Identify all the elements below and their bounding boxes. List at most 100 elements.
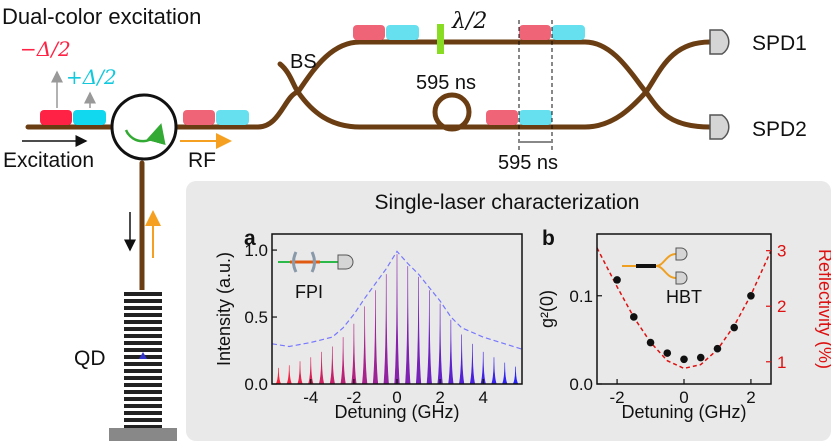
title-label: Dual-color excitation	[2, 4, 201, 29]
comb-peak	[383, 274, 389, 385]
x-tick-label: -2	[346, 388, 361, 407]
pulse-pair-upper-left	[353, 25, 419, 40]
x-tick-label: 4	[478, 388, 487, 407]
spd1-detector	[709, 29, 730, 55]
comb-peak	[501, 362, 508, 385]
bs-label: BS	[290, 51, 317, 73]
comb-peak	[469, 343, 476, 385]
pulse-pair-upper-right	[519, 25, 585, 40]
dbr-layer	[124, 425, 162, 429]
comb-peak	[329, 346, 336, 385]
delay-bracket-label: 595 ns	[498, 152, 558, 174]
hbt-inset-icon	[622, 247, 688, 285]
y2-tick-label: 3	[777, 242, 786, 261]
comb-peak	[480, 351, 486, 385]
comb-peak	[394, 254, 400, 385]
fiber-network	[25, 39, 713, 293]
chart-b-ylabel: g²(0)	[537, 290, 557, 328]
spd2-fiber	[643, 89, 713, 130]
comb-peak	[318, 351, 325, 385]
envelope-line	[271, 250, 523, 350]
red-laser-pulse	[40, 110, 72, 125]
upper-arm-fiber	[295, 39, 649, 95]
rf-fiber	[174, 89, 301, 130]
data-point	[747, 291, 755, 300]
dbr-layer	[124, 292, 162, 296]
excitation-label: Excitation	[3, 149, 94, 172]
delay-bracket	[518, 20, 553, 152]
y-tick-label: 0.5	[244, 308, 268, 327]
comb-peak	[458, 334, 465, 385]
data-point	[680, 355, 688, 364]
minus-delta-label: −Δ/2	[20, 37, 71, 61]
chart-b-plot-area	[596, 247, 772, 370]
dbr-layer	[124, 418, 162, 422]
dbr-layer	[124, 327, 162, 331]
dbr-layer	[124, 341, 162, 345]
y-tick-label: 1.0	[244, 241, 268, 260]
x-tick-label: 2	[435, 388, 444, 407]
half-wave-label: λ/2	[451, 9, 487, 34]
dbr-layer	[124, 397, 162, 401]
pulse-pair-lower	[486, 110, 552, 125]
dbr-layer	[124, 376, 162, 380]
data-point	[713, 344, 722, 353]
plus-delta-label: +Δ/2	[66, 65, 117, 89]
dbr-layer	[124, 320, 162, 324]
delay-loop-label: 595 ns	[416, 72, 476, 94]
data-point	[663, 349, 672, 357]
comb-peak	[448, 319, 454, 385]
fpi-inset-icon	[278, 251, 354, 273]
x-tick-label: 2	[746, 388, 755, 407]
dbr-layer	[124, 313, 162, 317]
comb-peak	[437, 303, 443, 385]
dbr-layer	[124, 362, 162, 366]
data-point	[696, 353, 705, 362]
comb-peak	[426, 290, 433, 385]
panel-title: Single-laser characterization	[375, 191, 640, 214]
x-tick-label: -2	[610, 388, 625, 407]
comb-peak	[372, 290, 379, 385]
dbr-layer	[124, 404, 162, 408]
circulator-arrow-icon	[124, 123, 166, 146]
characterization-panel	[186, 181, 831, 441]
circulator	[110, 93, 178, 161]
comb-peak	[361, 306, 368, 385]
dbr-layer	[124, 369, 162, 373]
y-tick-label: 0.0	[244, 375, 268, 394]
lower-arm-fiber	[295, 89, 649, 130]
data-point	[646, 338, 655, 347]
spd2-detector	[709, 114, 730, 140]
qd-label: QD	[74, 347, 106, 370]
dbr-layer	[124, 334, 162, 338]
dbr-layer	[124, 306, 162, 310]
y-tick-label: 0.0	[569, 375, 593, 394]
comb-peak	[307, 357, 314, 385]
data-point	[613, 276, 621, 284]
dbr-layer	[124, 383, 162, 387]
chart-a-inset-label: FPI	[295, 282, 323, 302]
qd-marker-icon	[139, 352, 147, 359]
comb-peak	[340, 337, 346, 385]
qd-pillar	[109, 290, 177, 441]
spd1-label: SPD1	[752, 32, 807, 55]
spd1-fiber	[643, 39, 713, 95]
chart-b-xlabel: Detuning (GHz)	[621, 402, 746, 422]
comb-peak	[286, 365, 293, 385]
dbr-layer	[124, 299, 162, 303]
delay-loop	[432, 92, 472, 132]
chart-b-ylabel-right: Reflectivity (%)	[815, 249, 831, 369]
chart-b-inset-label: HBT	[666, 287, 702, 307]
chart-a-plot-area	[271, 250, 523, 385]
qd-substrate	[109, 428, 177, 441]
comb-peak	[351, 323, 357, 385]
comb-peak	[491, 357, 497, 385]
comb-peak	[297, 361, 303, 385]
comb-peak	[512, 366, 519, 385]
chart-a-ylabel: Intensity (a.u.)	[214, 252, 234, 366]
dbr-layer	[124, 348, 162, 352]
